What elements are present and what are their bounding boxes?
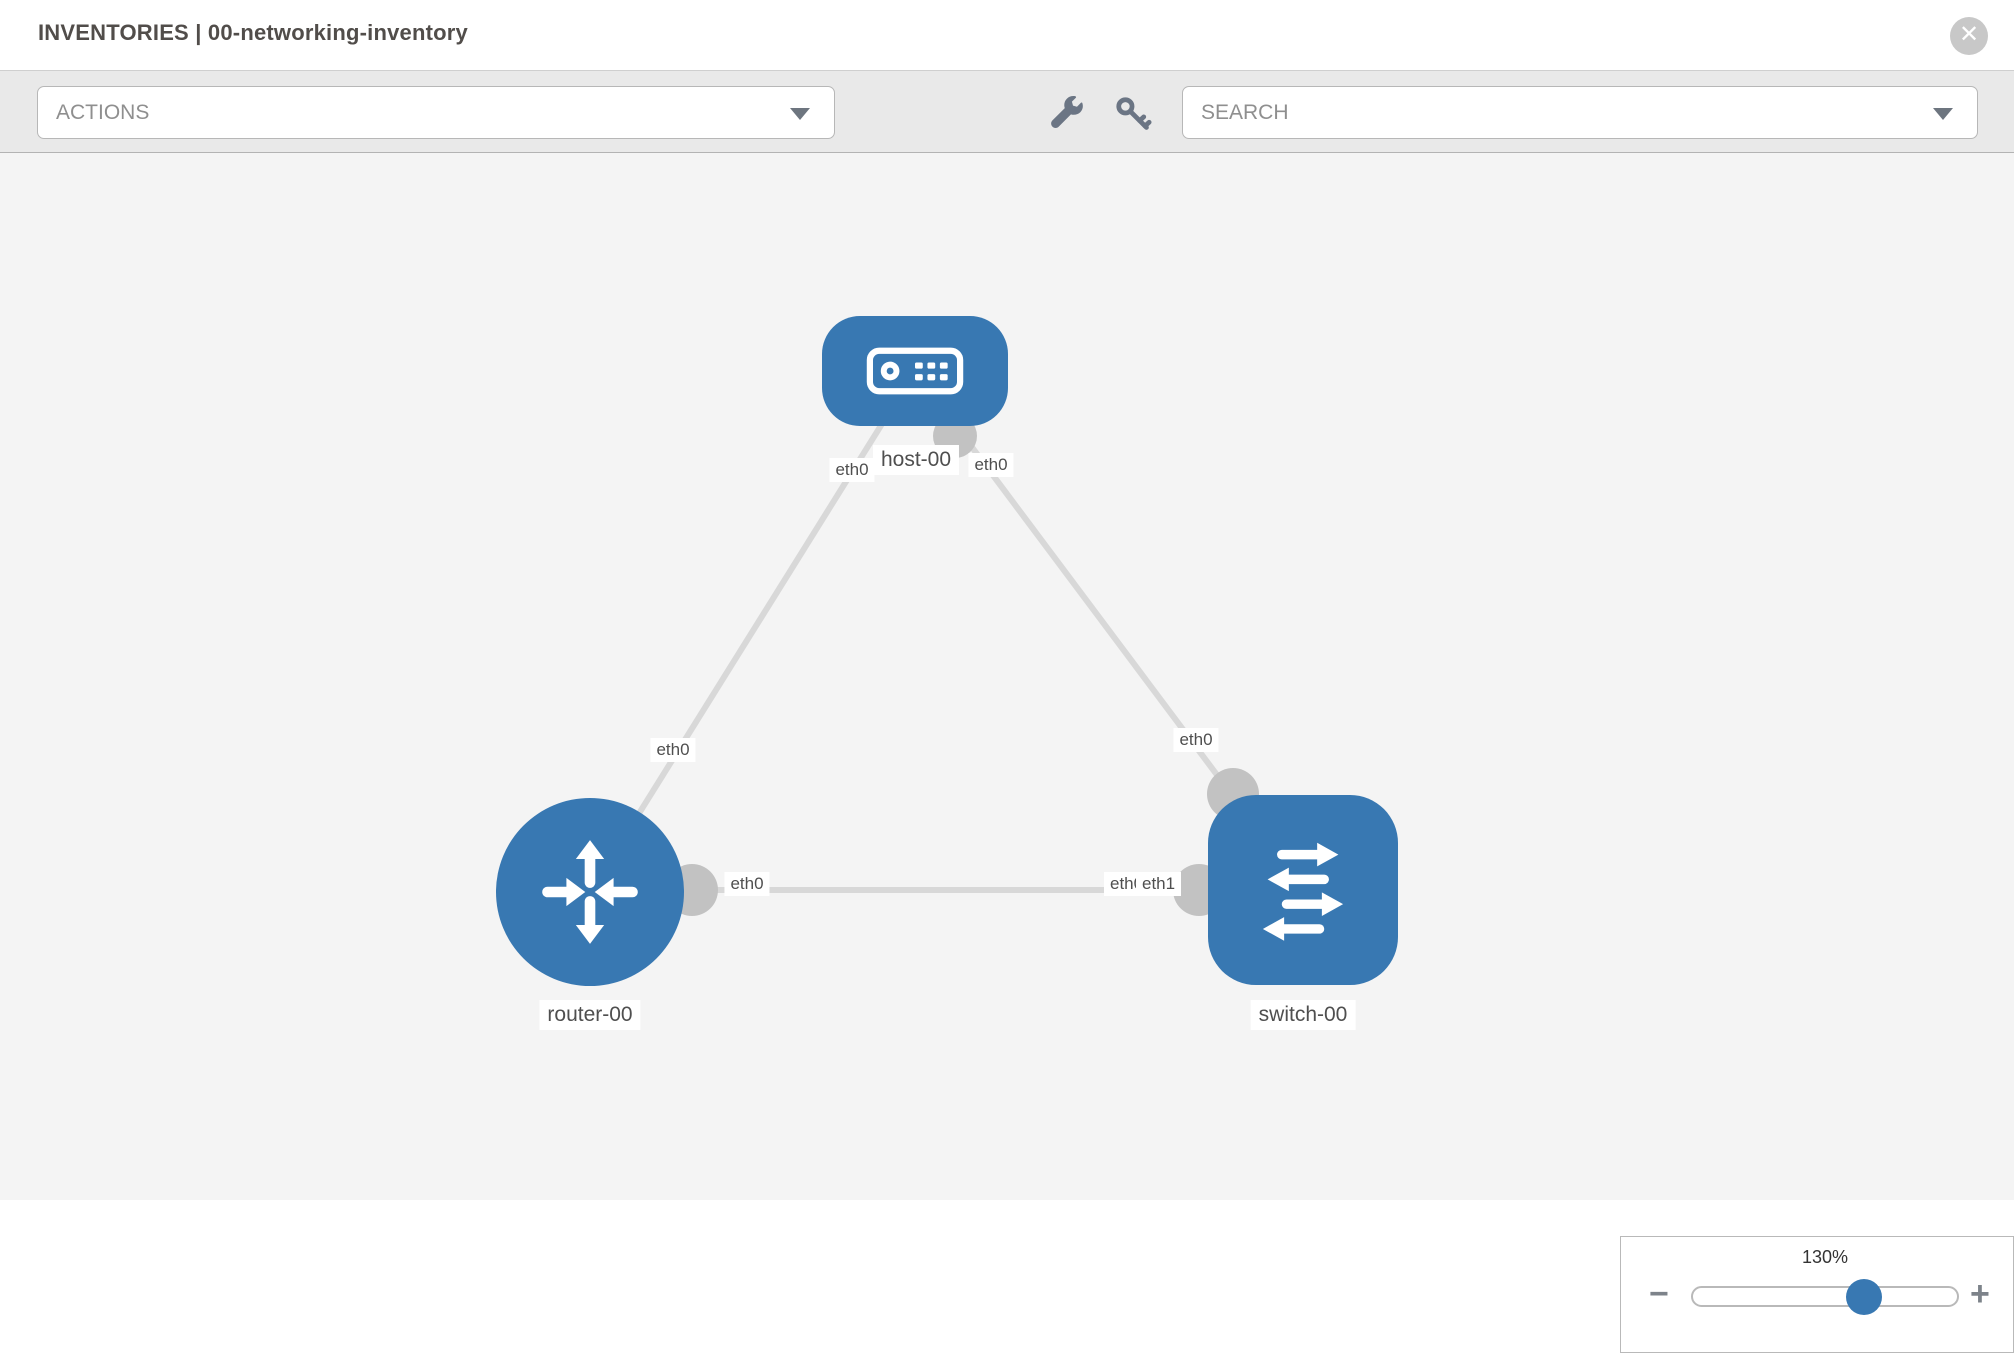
chevron-down-icon bbox=[1933, 108, 1953, 120]
interface-label-host-left: eth0 bbox=[829, 458, 875, 482]
topology-canvas[interactable]: host-00 router-00 switch-00 eth0 eth0 et… bbox=[0, 153, 2014, 1353]
key-icon-glyph bbox=[1116, 97, 1152, 130]
zoom-slider-knob[interactable] bbox=[1846, 1279, 1882, 1315]
interface-label-host-right: eth0 bbox=[968, 453, 1014, 477]
actions-dropdown[interactable]: ACTIONS bbox=[37, 86, 835, 139]
wrench-icon[interactable] bbox=[1048, 95, 1086, 133]
node-router-00[interactable] bbox=[496, 798, 684, 986]
interface-label-router-right: eth0 bbox=[724, 872, 770, 896]
topology-links bbox=[587, 369, 1306, 916]
close-icon[interactable]: ✕ bbox=[1950, 17, 1988, 55]
actions-dropdown-label: ACTIONS bbox=[56, 101, 150, 124]
search-dropdown-label: SEARCH bbox=[1201, 101, 1289, 124]
interface-label-switch-left: eth1 bbox=[1136, 872, 1182, 896]
toolbar: ACTIONS SEARCH bbox=[0, 71, 2014, 153]
zoom-slider-track[interactable] bbox=[1691, 1286, 1959, 1307]
link-host-router bbox=[587, 369, 918, 894]
interface-label-router-top: eth0 bbox=[650, 738, 696, 762]
zoom-in-button[interactable]: + bbox=[1970, 1275, 1990, 1313]
page-title: INVENTORIES | 00-networking-inventory bbox=[38, 20, 468, 45]
node-switch-00[interactable] bbox=[1208, 795, 1398, 985]
search-dropdown[interactable]: SEARCH bbox=[1182, 86, 1978, 139]
node-host-00[interactable] bbox=[822, 316, 1008, 426]
interface-label-switch-top: eth0 bbox=[1173, 728, 1219, 752]
zoom-control-panel: 130% − + bbox=[1620, 1236, 2014, 1353]
wrench-icon-glyph bbox=[1051, 96, 1083, 128]
router-icon bbox=[542, 840, 638, 944]
host-icon bbox=[866, 347, 964, 395]
key-icon[interactable] bbox=[1114, 95, 1152, 133]
switch-icon bbox=[1262, 842, 1344, 941]
node-label-switch-00: switch-00 bbox=[1250, 1000, 1356, 1030]
node-label-router-00: router-00 bbox=[539, 1000, 641, 1030]
zoom-out-button[interactable]: − bbox=[1649, 1275, 1669, 1313]
node-label-host-00: host-00 bbox=[872, 445, 960, 475]
zoom-level-value: 130% bbox=[1801, 1247, 1849, 1267]
header-bar: INVENTORIES | 00-networking-inventory ✕ bbox=[0, 0, 2014, 71]
chevron-down-icon bbox=[790, 108, 810, 120]
